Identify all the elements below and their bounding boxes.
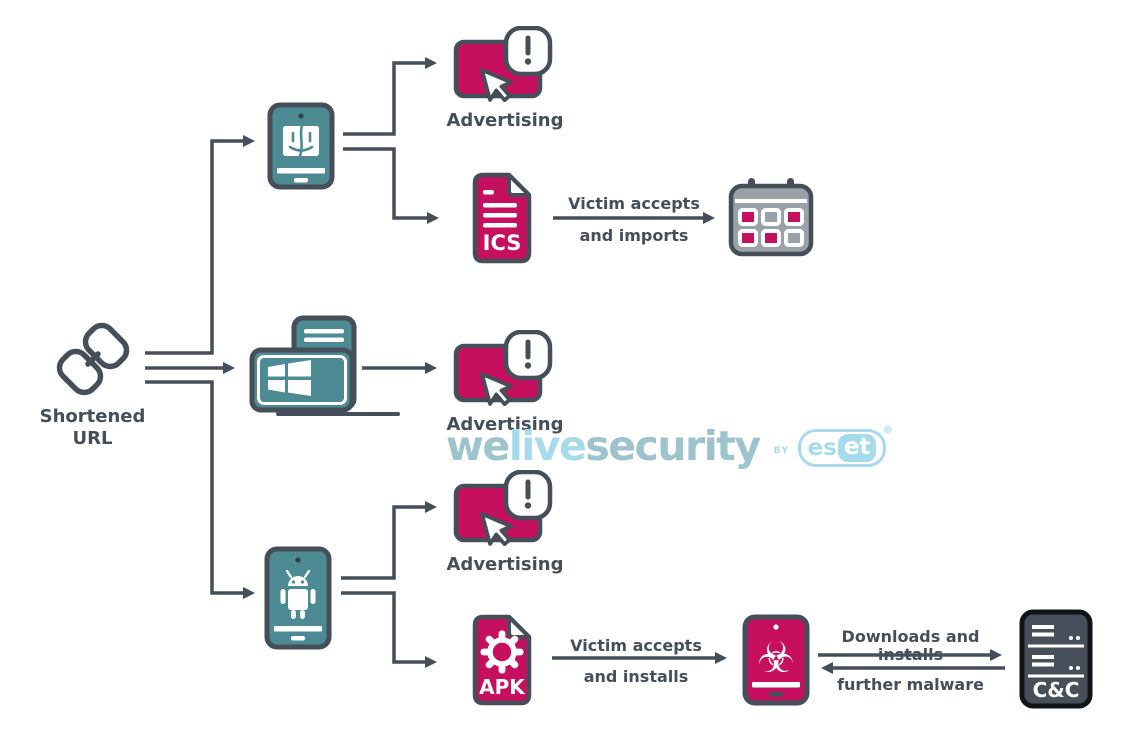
windows-logo <box>268 360 311 396</box>
welivesecurity-logo: welivesecurity BY es et ® <box>446 421 892 471</box>
advertising-banner-icon <box>453 469 553 547</box>
exclamation-icon <box>524 339 532 369</box>
exclamation-icon <box>524 479 532 509</box>
windows-device-icon <box>249 315 400 416</box>
eset-es: es <box>807 434 837 461</box>
logo-wordmark: welivesecurity <box>446 425 761 467</box>
ics-file-icon: ICS <box>472 172 532 264</box>
logo-live: live <box>508 421 587 470</box>
malware-phone-icon: ☣ <box>742 614 810 706</box>
arrow-mac-to-ics <box>343 147 439 224</box>
ics-caption-line2: and imports <box>579 226 689 245</box>
android-device-icon <box>264 546 332 650</box>
arrow-android-to-apk <box>341 591 437 668</box>
mac-device-icon <box>267 102 335 190</box>
registered-mark: ® <box>882 425 893 436</box>
android-robot <box>280 569 316 619</box>
logo-by: BY <box>773 446 790 456</box>
cnc-caption-top: Downloads and installs <box>841 627 980 664</box>
apk-file-label: APK <box>479 675 526 699</box>
advertising-node-windows: Advertising <box>440 329 570 436</box>
apk-caption-line2: and installs <box>583 667 689 686</box>
advertising-node-mac: Advertising <box>440 25 570 132</box>
source-label-line2: URL <box>72 428 113 449</box>
source-label: Shortened URL <box>25 406 160 450</box>
advertising-banner-icon <box>453 329 553 407</box>
gear-icon <box>480 630 524 674</box>
link-icon <box>56 322 130 396</box>
arrow-url-to-mac <box>145 135 255 355</box>
cnc-server-icon: C&C <box>1019 609 1093 709</box>
ics-caption-line1: Victim accepts <box>568 194 700 213</box>
biohazard-icon: ☣ <box>757 633 795 682</box>
source-label-line1: Shortened <box>39 406 146 427</box>
arrow-android-to-advertising <box>341 501 437 580</box>
cursor-icon <box>480 512 514 547</box>
advertising-banner-icon <box>453 25 553 103</box>
cursor-icon <box>480 372 514 407</box>
calendar-icon <box>728 178 814 257</box>
apk-file-icon: APK <box>472 614 532 706</box>
advertising-label: Advertising <box>446 414 564 435</box>
cnc-caption-bottom: further malware <box>837 675 984 694</box>
cursor-icon <box>480 68 514 103</box>
ics-file-label: ICS <box>483 231 522 255</box>
logo-we: we <box>446 421 510 470</box>
advertising-node-android: Advertising <box>440 469 570 576</box>
logo-security: security <box>585 421 761 470</box>
eset-logo: es et ® <box>797 425 892 467</box>
eset-et: et <box>837 434 877 462</box>
arrow-mac-to-advertising <box>343 57 437 136</box>
exclamation-icon <box>524 35 532 65</box>
advertising-label: Advertising <box>446 110 564 131</box>
advertising-label: Advertising <box>446 554 564 575</box>
arrow-url-to-android <box>145 380 255 599</box>
apk-caption-line1: Victim accepts <box>570 636 702 655</box>
cnc-server-label: C&C <box>1033 678 1080 702</box>
